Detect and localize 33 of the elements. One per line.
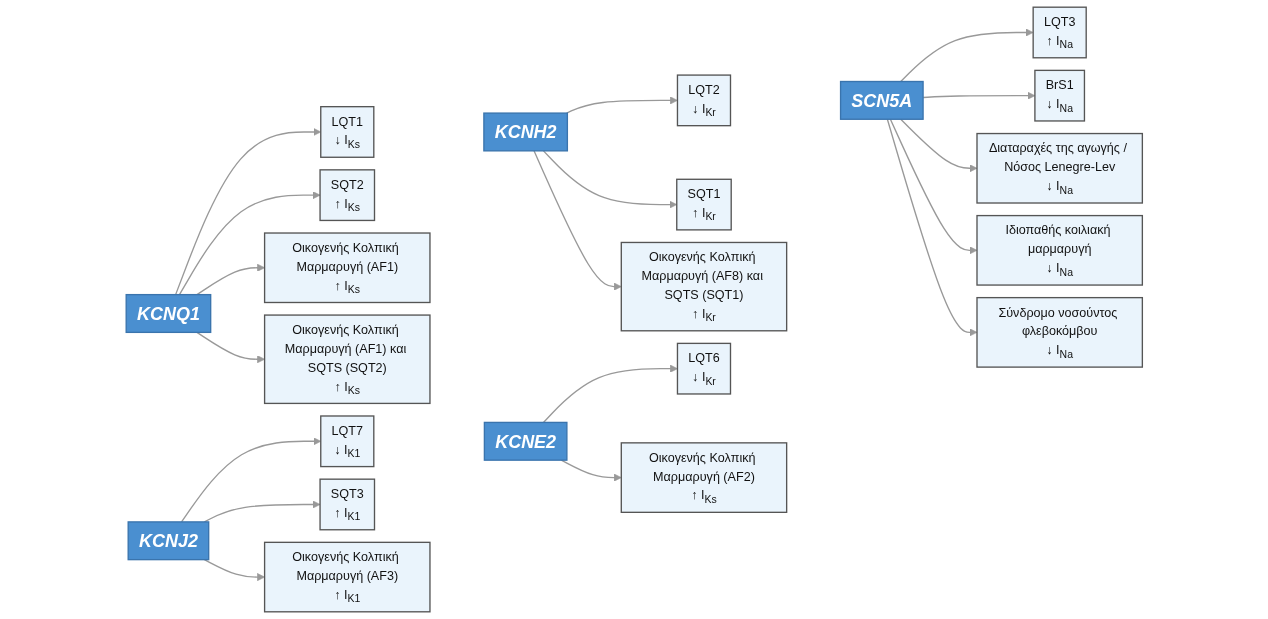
arrow	[560, 459, 622, 482]
node-box: Ιδιοπαθής κοιλιακή μαρμαρυγή ↓ I$_{Na}$	[976, 214, 1143, 286]
node-box: Διαταραχές της αγωγής / Νόσος Lenegre-Lev ↓ I$_{Na}$	[976, 132, 1143, 204]
arrow	[542, 150, 677, 209]
node-box: SCN5A	[839, 80, 924, 120]
node-box: KCNH2	[482, 112, 568, 152]
node-box: Οικογενής Κολπική Μαρμαρυγή (AF2) ↑ I$_{Ks}$	[620, 442, 788, 513]
node-box: LQT6 ↓ I$_{Kr}$	[676, 342, 731, 395]
node-box: SQT2 ↑ I$_{Ks}$	[319, 169, 375, 222]
arrow	[174, 128, 321, 296]
node-box: Οικογενής Κολπική Μαρμαρυγή (AF8) και SQTS (SQT1) ↑ I$_{Kr}$	[620, 241, 788, 332]
arrow	[196, 331, 265, 364]
node-box: KCNQ1	[125, 293, 212, 334]
node-box: KCNJ2	[127, 521, 210, 561]
node-box: BrS1 ↓ I$_{Na}$	[1033, 69, 1085, 122]
node-box: Οικογενής Κολπική Μαρμαρυγή (AF1) ↑ I$_{Ks}$	[263, 232, 431, 304]
arrow	[180, 437, 321, 523]
arrow	[196, 263, 265, 296]
arrow	[542, 364, 678, 424]
arrow	[533, 150, 622, 291]
node-box: SQT1 ↑ I$_{Kr}$	[675, 178, 732, 231]
node-box: LQT7 ↓ I$_{K1}$	[319, 415, 375, 468]
node-box: SQT3 ↑ I$_{K1}$	[319, 478, 375, 531]
node-box: Οικογενής Κολπική Μαρμαρυγή (AF3) ↑ I$_{K1}$	[263, 541, 431, 613]
node-box: LQT1 ↓ I$_{Ks}$	[319, 106, 375, 158]
node-box: LQT2 ↓ I$_{Kr}$	[676, 74, 731, 127]
arrow	[203, 558, 265, 582]
node-box: LQT3 ↑ I$_{Na}$	[1032, 6, 1087, 59]
node-box: Σύνδρομο νοσούντος φλεβοκόμβου ↓ I$_{Na}$	[976, 296, 1143, 368]
node-box: Οικογενής Κολπική Μαρμαρυγή (AF1) και SQTS (SQT2) ↑ I$_{Ks}$	[263, 314, 431, 405]
arrow	[922, 91, 1035, 100]
node-box: KCNE2	[483, 421, 568, 461]
arrow	[565, 96, 678, 114]
